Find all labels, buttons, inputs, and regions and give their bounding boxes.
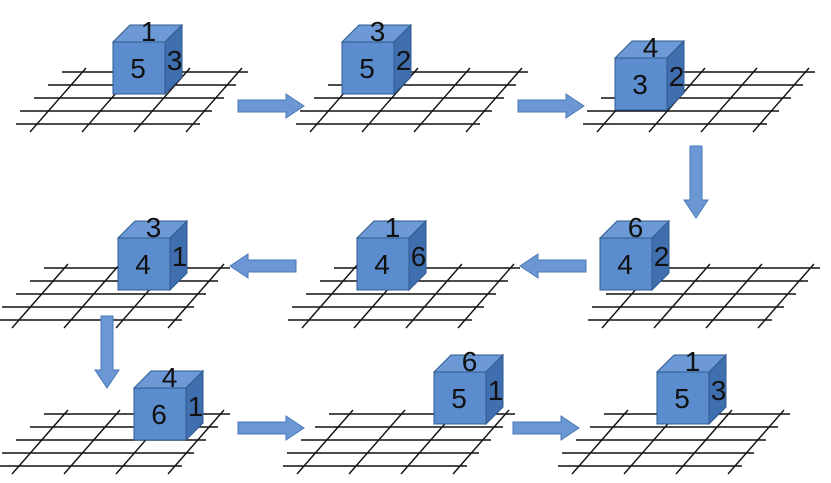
cube-top-number: 4 xyxy=(643,32,659,63)
cube-top-number: 6 xyxy=(628,212,644,243)
grid-diagonal-line xyxy=(457,263,515,329)
grid-diagonal-line xyxy=(653,263,711,329)
cube-front-number: 4 xyxy=(135,249,151,280)
grid-diagonal-line xyxy=(465,67,523,133)
cube-front-face xyxy=(614,57,668,111)
cube-top-number: 1 xyxy=(685,346,701,377)
cube-front-number: 3 xyxy=(632,69,648,100)
cube-front-face xyxy=(599,237,653,291)
arrow-right-1 xyxy=(237,93,305,119)
cube-front-face xyxy=(112,41,166,95)
grid-diagonal-line xyxy=(185,67,243,133)
arrow-right-7 xyxy=(237,415,305,441)
arrow-right-2 xyxy=(517,93,585,119)
cube-top-number: 1 xyxy=(385,212,401,243)
arrow-left-4 xyxy=(519,253,587,279)
cube-front-face xyxy=(656,371,710,425)
grid-diagonal-line xyxy=(727,409,785,475)
grid-diagonal-line xyxy=(11,263,69,329)
grid-diagonal-line xyxy=(405,263,463,329)
arrow-right-8 xyxy=(512,415,580,441)
floor-grid-2 xyxy=(296,67,528,133)
cube-front-number: 4 xyxy=(374,249,390,280)
arrow-down-3 xyxy=(683,145,709,219)
floor-grid-4 xyxy=(0,263,230,329)
grid-diagonal-line xyxy=(167,409,225,475)
grid-diagonal-line xyxy=(63,263,121,329)
cube-side-number: 1 xyxy=(188,391,204,422)
cube-top-number: 6 xyxy=(462,346,478,377)
cube-front-number: 6 xyxy=(151,399,167,430)
grid-diagonal-line xyxy=(301,263,359,329)
arrow-left-5 xyxy=(229,253,297,279)
grid-diagonal-line xyxy=(705,263,763,329)
cube-side-number: 3 xyxy=(167,45,183,76)
floor-grid-8 xyxy=(283,409,515,475)
cube-side-number: 3 xyxy=(711,375,727,406)
cube-front-number: 4 xyxy=(617,249,633,280)
grid-diagonal-line xyxy=(29,67,87,133)
grid-diagonal-line xyxy=(167,263,225,329)
floor-grid-6 xyxy=(588,263,820,329)
cube-front-face xyxy=(133,387,187,441)
cube-front-face xyxy=(117,237,171,291)
grid-diagonal-line xyxy=(675,409,733,475)
cube-top-number: 4 xyxy=(162,362,178,393)
cube-top-number: 3 xyxy=(370,16,386,47)
cube-front-face xyxy=(341,41,395,95)
grid-diagonal-line xyxy=(296,409,354,475)
grid-diagonal-line xyxy=(11,409,69,475)
grid-diagonal-line xyxy=(452,409,510,475)
grid-diagonal-line xyxy=(63,409,121,475)
cube-front-number: 5 xyxy=(451,383,467,414)
cube-front-number: 5 xyxy=(674,383,690,414)
grid-diagonal-line xyxy=(571,409,629,475)
cube-side-number: 2 xyxy=(669,61,685,92)
grid-diagonal-line xyxy=(752,67,810,133)
arrow-down-6 xyxy=(94,315,120,389)
cube-side-number: 6 xyxy=(411,241,427,272)
grid-diagonal-line xyxy=(757,263,815,329)
floor-grid-9 xyxy=(558,409,790,475)
grid-diagonal-line xyxy=(413,67,471,133)
cube-side-number: 1 xyxy=(172,241,188,272)
cube-top-number: 3 xyxy=(146,212,162,243)
cube-side-number: 2 xyxy=(654,241,670,272)
cube-side-number: 1 xyxy=(488,375,504,406)
grid-diagonal-line xyxy=(348,409,406,475)
cube-front-face xyxy=(356,237,410,291)
cube-top-number: 1 xyxy=(141,16,157,47)
cube-side-number: 2 xyxy=(396,45,412,76)
floor-grid-1 xyxy=(16,67,248,133)
cube-front-number: 5 xyxy=(130,53,146,84)
cube-front-number: 5 xyxy=(359,53,375,84)
cube-front-face xyxy=(433,371,487,425)
grid-diagonal-line xyxy=(700,67,758,133)
